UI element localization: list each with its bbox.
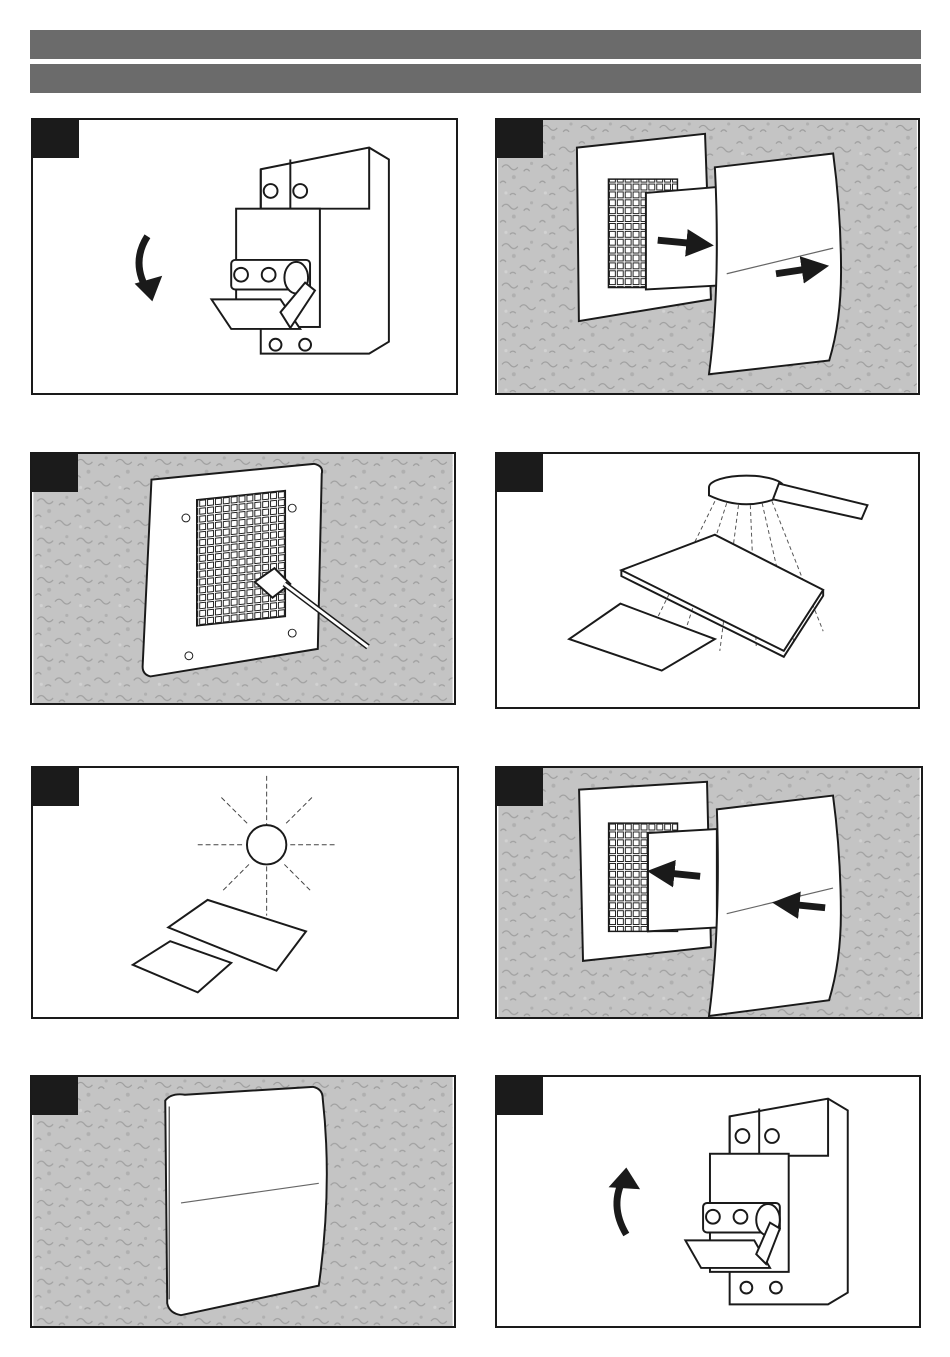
step-panel-6 [495, 766, 923, 1019]
cover-installed-illustration [32, 1077, 454, 1326]
step-panel-4 [495, 452, 920, 709]
step-badge-8 [497, 1077, 543, 1115]
fan-cover-icon [165, 1087, 327, 1315]
step-panel-2 [495, 118, 920, 395]
step-badge-4 [497, 454, 543, 492]
circuit-breaker-off-illustration [33, 120, 456, 393]
header-bar-top [30, 30, 921, 59]
arrow-right-icon [658, 240, 700, 244]
step-badge-3 [32, 454, 78, 492]
step-badge-7 [32, 1077, 78, 1115]
refit-front-cover-illustration [497, 768, 921, 1017]
step-panel-8 [495, 1075, 921, 1328]
circuit-breaker-on-illustration [497, 1077, 919, 1326]
header-bar-bottom [30, 64, 921, 93]
step-panel-1 [31, 118, 458, 395]
step-badge-1 [33, 120, 79, 158]
step-badge-6 [497, 768, 543, 806]
step-panel-7 [30, 1075, 456, 1328]
step-panel-3 [30, 452, 456, 705]
step-panel-5 [31, 766, 459, 1019]
dry-parts-sun-illustration [33, 768, 457, 1017]
step-badge-5 [33, 768, 79, 806]
brush-clean-grille-illustration [32, 454, 454, 703]
step-badge-2 [497, 120, 543, 158]
rinse-cover-shower-illustration [497, 454, 918, 707]
remove-front-cover-illustration [497, 120, 918, 393]
arrow-left-icon [661, 872, 700, 876]
